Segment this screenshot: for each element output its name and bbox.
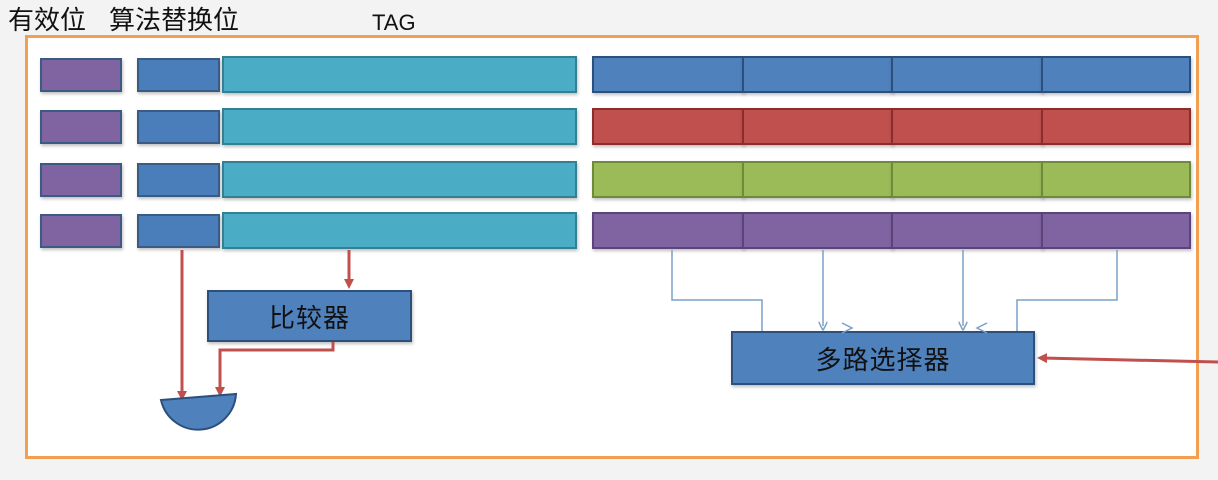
comparator-box: 比较器 [207,290,412,342]
select-input-wire [1037,353,1218,364]
data-block-cell [592,212,744,249]
valid-bit-cell [40,58,122,92]
mux-input-wire-1 [671,250,763,331]
valid-bit-label: 有效位 [8,6,87,36]
replacement-bit-label: 算法替换位 [109,6,240,36]
data-block-cell [592,161,744,198]
tag-cell [222,161,577,198]
data-block-cell [891,161,1043,198]
replacement-bit-cell [137,58,220,92]
comparator-to-gate-wire [215,342,335,397]
data-block-cell [1041,161,1191,198]
mux-input-wire-4 [1016,250,1118,331]
data-block-cell [742,108,893,145]
tag-cell [222,56,577,93]
mux-arrow-tick-b [975,322,988,334]
data-block-cell [891,56,1043,93]
valid-bit-cell [40,214,122,248]
comparator-label: 比较器 [268,303,350,334]
data-block-cell [742,56,893,93]
tag-cell [222,212,577,249]
replacement-bit-cell [137,110,220,144]
and-gate-shape [159,392,238,431]
data-block-cell [592,56,744,93]
valid-bit-cell [40,163,122,197]
data-block-cell [891,108,1043,145]
data-block-cell [1041,212,1191,249]
multiplexer-box: 多路选择器 [731,331,1035,385]
data-block-cell [1041,108,1191,145]
mux-arrow-tick-a [841,322,854,334]
data-block-cell [891,212,1043,249]
tag-label: TAG [372,10,416,35]
data-block-cell [742,212,893,249]
replacement-bit-cell [137,163,220,197]
replacement-bit-cell [137,214,220,248]
data-block-cell [1041,56,1191,93]
valid-bit-cell [40,110,122,144]
multiplexer-label: 多路选择器 [815,345,951,376]
tag-cell [222,108,577,145]
